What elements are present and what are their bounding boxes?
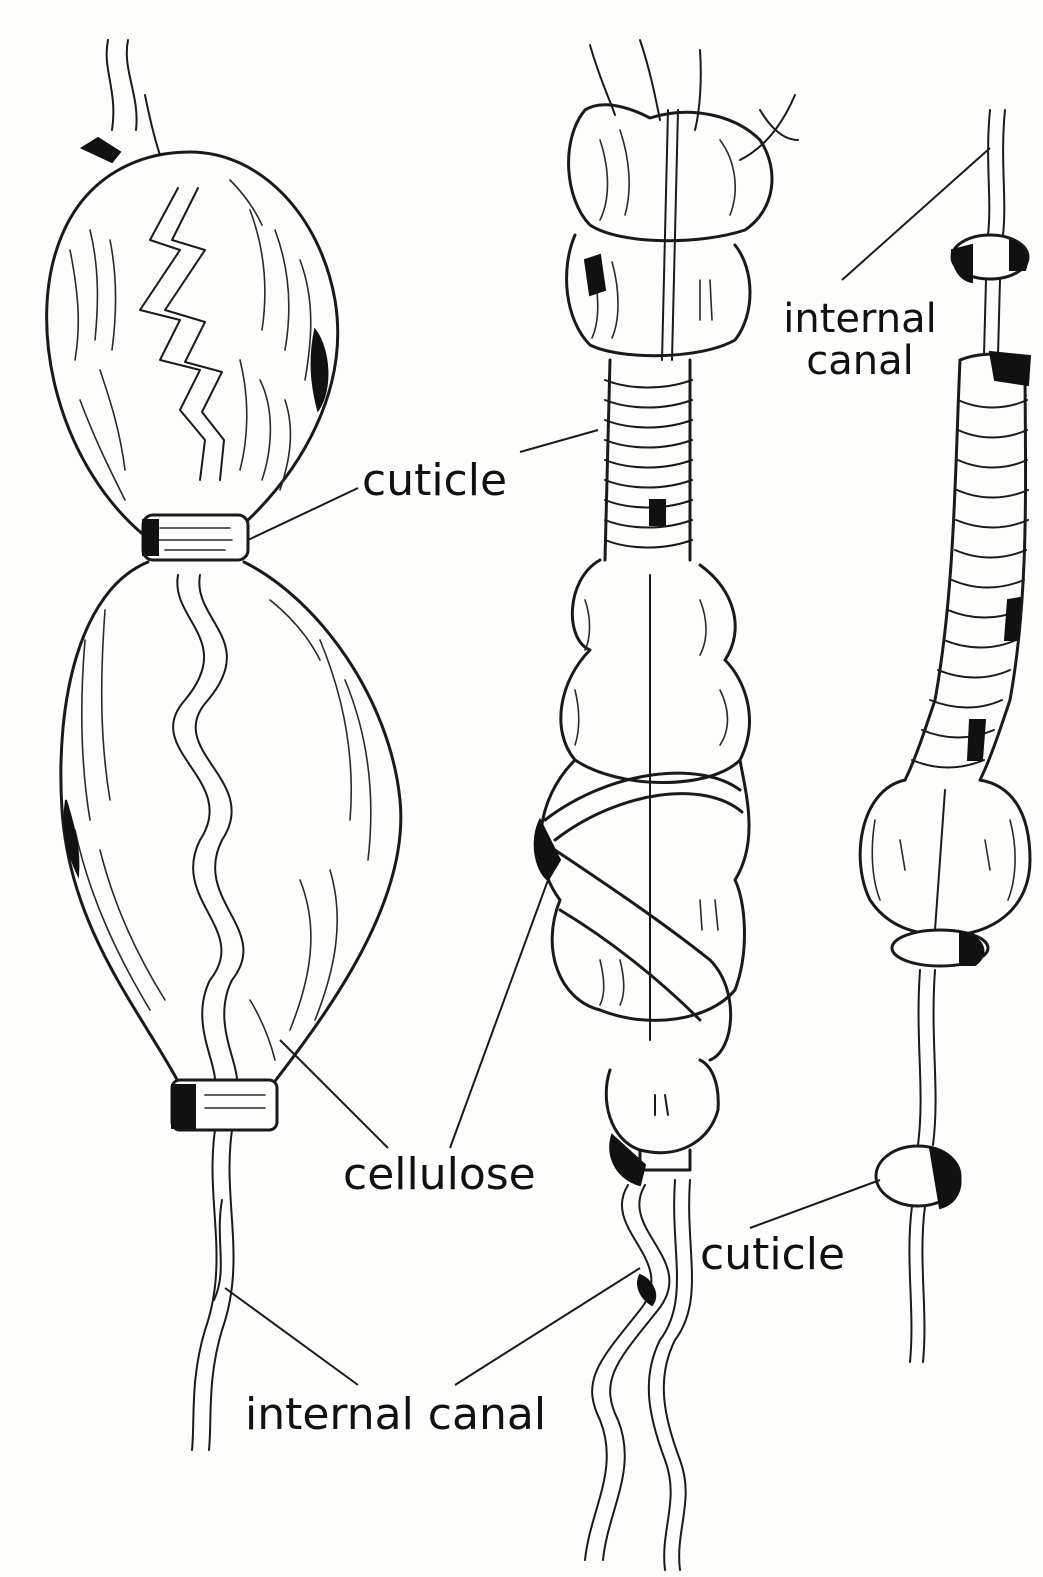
left-lower-balloon <box>61 562 180 1085</box>
middle-fiber <box>535 40 798 1570</box>
label-cuticle-top: cuticle <box>362 458 507 504</box>
label-cuticle-bottom: cuticle <box>700 1232 845 1278</box>
label-internal-canal-bottom: internal canal <box>245 1392 546 1438</box>
label-internal-canal-top: internal canal <box>760 298 960 382</box>
left-fiber <box>47 40 401 1450</box>
right-bulb <box>860 780 1030 935</box>
label-cellulose: cellulose <box>343 1152 536 1198</box>
